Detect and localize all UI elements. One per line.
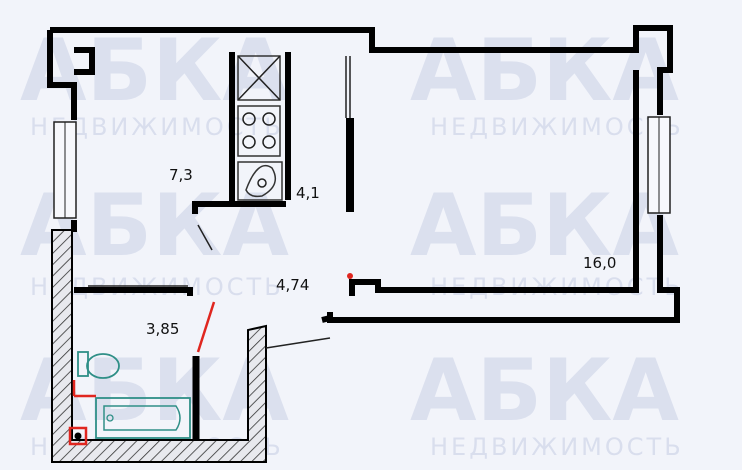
top-wall xyxy=(47,30,77,120)
left-bearing-wall xyxy=(51,229,267,463)
watermark-tagline-6: НЕДВИЖИМОСТЬ xyxy=(430,433,684,461)
bearing-walls xyxy=(51,229,267,463)
sink-cabinet xyxy=(237,161,283,201)
watermark-brand-1: АБКА xyxy=(20,21,289,121)
interior-walls xyxy=(74,52,354,440)
stove-icon xyxy=(237,105,281,157)
bathroom-wall-top xyxy=(74,287,193,296)
kitchen-wall-left xyxy=(192,52,235,214)
burner-4-icon xyxy=(262,135,276,149)
burner-3-icon xyxy=(242,135,256,149)
drain-point-icon xyxy=(74,432,82,440)
doors xyxy=(196,224,353,353)
corridor-door-swing xyxy=(265,337,331,349)
drain-box-icon xyxy=(68,426,88,446)
top-wall-main xyxy=(50,25,673,115)
burner-2-icon xyxy=(262,112,276,126)
right-wall-inner xyxy=(349,70,639,296)
toilet-bowl-icon xyxy=(86,353,120,379)
watermark-tagline-2: НЕДВИЖИМОСТЬ xyxy=(430,113,684,141)
watermark-brand-6: АБКА xyxy=(410,341,679,441)
bathtub-inner-icon xyxy=(103,405,181,431)
bathtub-drain-icon xyxy=(106,414,114,422)
burner-1-icon xyxy=(242,112,256,126)
watermark: АБКА АБКА НЕДВИЖИМОСТЬ НЕДВИЖИМОСТЬ АБКА… xyxy=(20,21,684,461)
bathtub-icon xyxy=(95,397,191,439)
kitchen-area-label: 4,1 xyxy=(296,184,320,202)
left-wall-top xyxy=(74,47,95,75)
bathroom-fixtures xyxy=(68,351,191,446)
hall-door-swing xyxy=(197,224,213,251)
bathroom-area-label: 3,85 xyxy=(146,320,179,338)
corridor-stub xyxy=(321,315,331,323)
hall-area-label: 7,3 xyxy=(169,166,193,184)
kitchen-fixtures xyxy=(237,55,283,201)
windows xyxy=(53,116,671,219)
corridor-area-label: 4,74 xyxy=(276,276,309,294)
sink-icon xyxy=(245,164,277,198)
fridge-cross-b xyxy=(237,55,281,101)
fridge-icon xyxy=(237,55,281,101)
door-marker xyxy=(347,273,353,279)
sink-drain-icon xyxy=(257,178,267,188)
area-labels: 7,3 4,1 16,0 4,74 3,85 xyxy=(146,166,616,338)
bathroom-door-swing xyxy=(196,301,216,353)
living-area-label: 16,0 xyxy=(583,254,616,272)
